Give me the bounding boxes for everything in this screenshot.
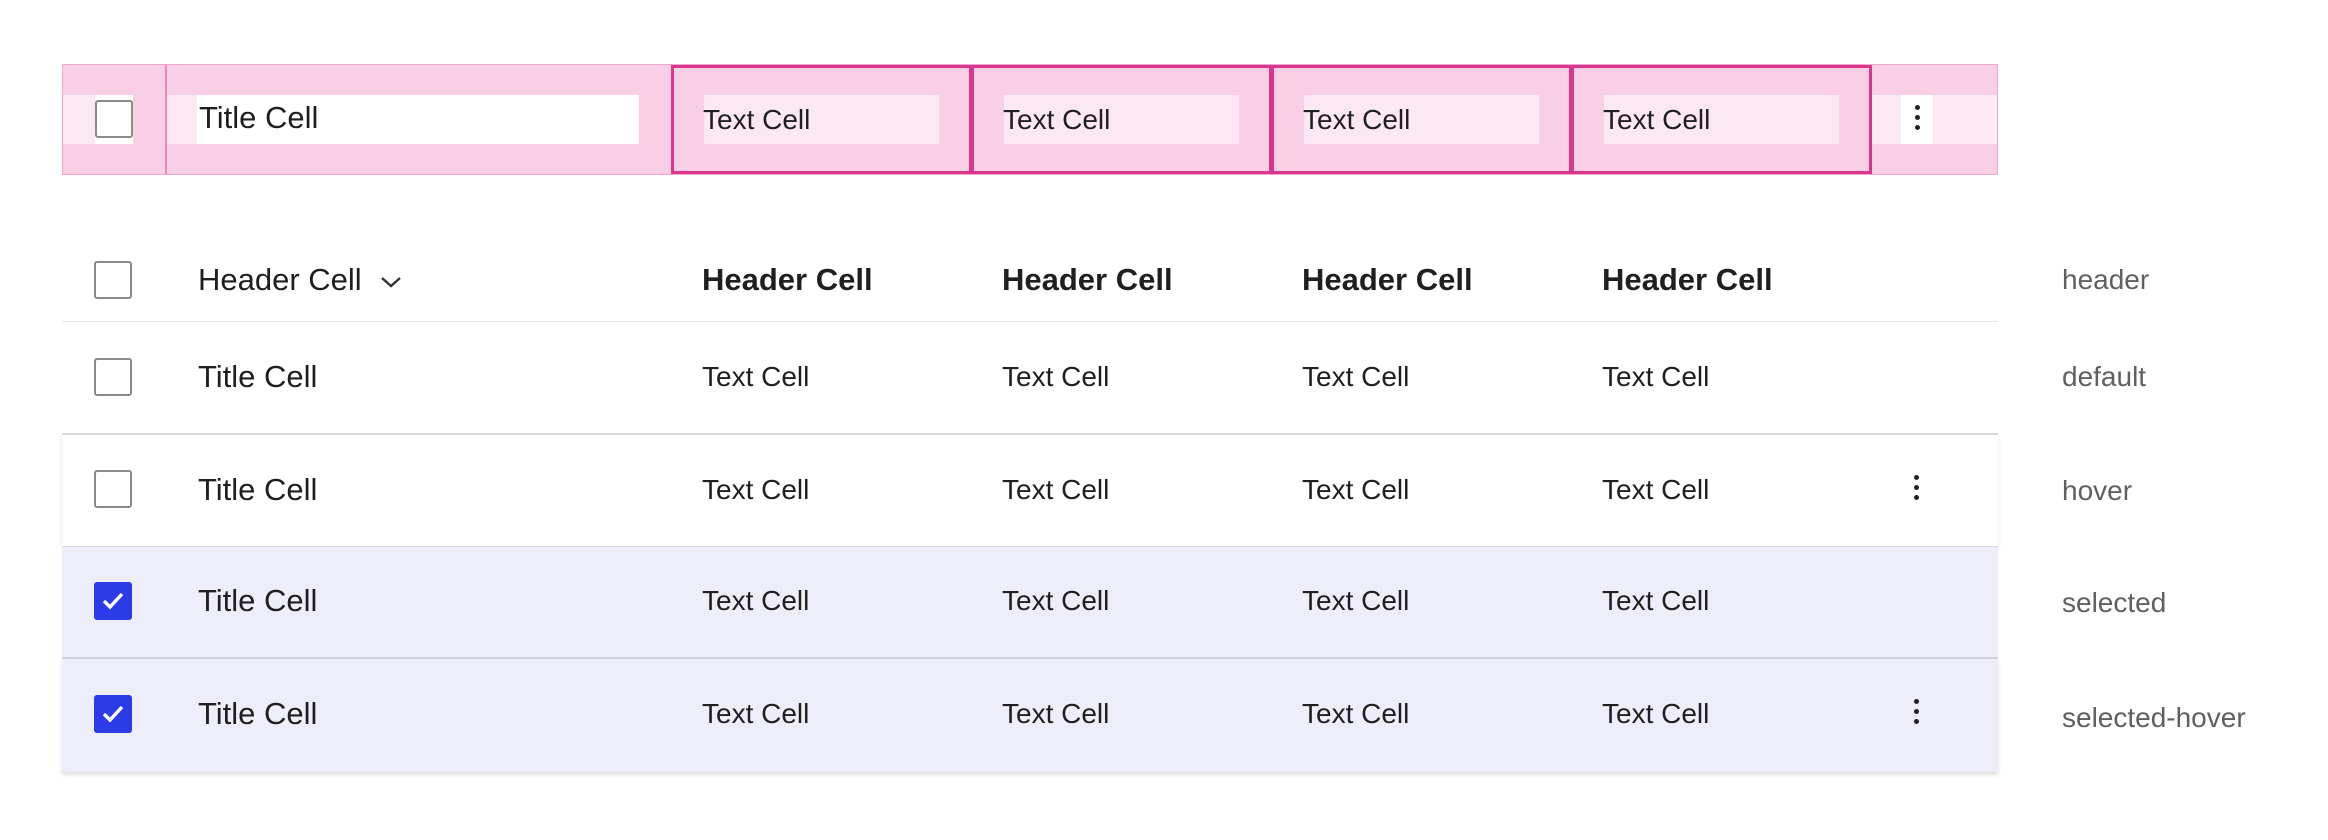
chevron-down-icon — [381, 276, 402, 288]
more-vertical-icon[interactable] — [1913, 105, 1921, 135]
text-cell: Text Cell — [1002, 585, 1110, 616]
column-header[interactable]: Header Cell — [1602, 262, 1773, 297]
more-vertical-icon[interactable] — [1912, 699, 1920, 729]
column-header[interactable]: Header Cell — [1302, 262, 1473, 297]
text-cell: Text Cell — [1003, 104, 1111, 135]
more-vertical-icon[interactable] — [1912, 475, 1920, 505]
text-cell: Text Cell — [703, 104, 811, 135]
column-header[interactable]: Header Cell — [702, 262, 873, 297]
spec-padding-top — [63, 65, 1997, 95]
column-header-title[interactable]: Header Cell — [198, 262, 402, 298]
text-cell: Text Cell — [1603, 104, 1711, 135]
row-checkbox[interactable] — [94, 358, 132, 396]
text-cell: Text Cell — [1302, 585, 1410, 616]
title-cell: Title Cell — [198, 359, 318, 394]
text-cell: Text Cell — [1302, 474, 1410, 505]
table-row[interactable]: Title Cell Text Cell Text Cell Text Cell… — [62, 546, 1998, 657]
row-checkbox[interactable] — [94, 695, 132, 733]
table-row[interactable]: Title Cell Text Cell Text Cell Text Cell… — [62, 322, 1998, 432]
text-cell: Text Cell — [1002, 698, 1110, 729]
title-cell: Title Cell — [199, 100, 319, 135]
column-header-label: Header Cell — [198, 262, 362, 297]
spec-text-cell-2 — [971, 65, 1272, 174]
table-row[interactable]: Title Cell Text Cell Text Cell Text Cell… — [62, 433, 1998, 547]
spec-padding-bottom — [63, 144, 1997, 174]
text-cell: Text Cell — [702, 361, 810, 392]
state-label: selected — [2062, 587, 2167, 618]
spec-title-padding — [639, 65, 671, 174]
state-label: default — [2062, 361, 2147, 392]
checkmark-icon — [102, 705, 124, 723]
text-cell: Text Cell — [702, 474, 810, 505]
select-all-checkbox[interactable] — [94, 261, 132, 299]
table-row[interactable]: Title Cell Text Cell Text Cell Text Cell… — [62, 657, 1998, 772]
title-cell: Title Cell — [198, 472, 318, 507]
text-cell: Text Cell — [1002, 474, 1110, 505]
spec-text-cell-1 — [671, 65, 972, 174]
checkmark-icon — [102, 592, 124, 610]
text-cell: Text Cell — [1602, 585, 1710, 616]
checkbox[interactable] — [95, 100, 133, 138]
text-cell: Text Cell — [1602, 474, 1710, 505]
spec-title-content — [197, 95, 701, 144]
row-checkbox[interactable] — [94, 470, 132, 508]
spec-checkbox-padding — [133, 65, 165, 174]
text-cell: Text Cell — [702, 698, 810, 729]
row-checkbox[interactable] — [94, 582, 132, 620]
text-cell: Text Cell — [1302, 361, 1410, 392]
text-cell: Text Cell — [702, 585, 810, 616]
state-label: hover — [2062, 475, 2133, 506]
text-cell: Text Cell — [1602, 698, 1710, 729]
state-label: header — [2062, 264, 2150, 295]
state-label: selected-hover — [2062, 702, 2246, 733]
text-cell: Text Cell — [1602, 361, 1710, 392]
spec-text-cell-4 — [1571, 65, 1872, 174]
title-cell: Title Cell — [198, 696, 318, 731]
column-header[interactable]: Header Cell — [1002, 262, 1173, 297]
table-header-row: Header Cell Header Cell Header Cell Head… — [62, 240, 1998, 322]
text-cell: Text Cell — [1303, 104, 1411, 135]
spec-row: Title Cell Text Cell Text Cell Text Cell… — [62, 64, 1998, 175]
spec-text-cell-3 — [1271, 65, 1572, 174]
text-cell: Text Cell — [1002, 361, 1110, 392]
text-cell: Text Cell — [1302, 698, 1410, 729]
title-cell: Title Cell — [198, 583, 318, 618]
spec-divider — [165, 65, 167, 174]
